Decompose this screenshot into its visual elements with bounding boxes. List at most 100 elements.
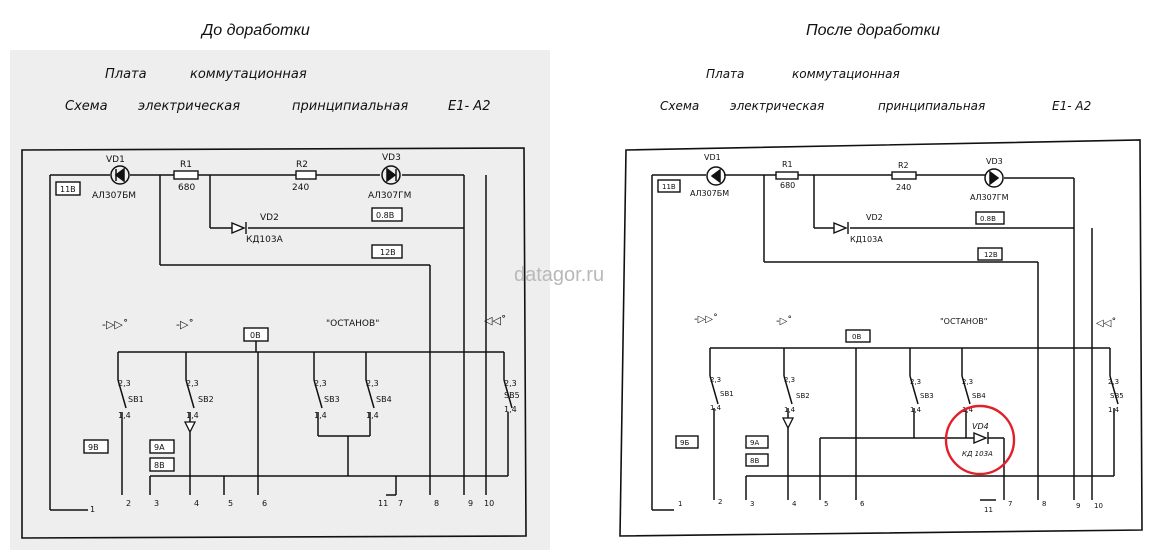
sb5-pins-top-after: 2,3 [1108,378,1119,386]
tag-08b [371,207,403,222]
tag-8b-after [745,453,769,467]
sb3-pins-top: 2,3 [314,379,327,388]
vd2-type: КД103А [246,235,284,245]
paper-background [10,50,550,550]
vd2-type-after: КД103А [850,235,883,244]
sb3-label: SB3 [324,395,340,404]
terminal-11-after: 11 [984,506,993,514]
sb2-pins-top-after: 2,3 [784,376,795,384]
caption-before: До доработки [202,22,310,39]
r2-label-after: R2 [898,161,909,170]
tag-12b [371,244,403,259]
r2-resistor-after [891,171,917,180]
tag-11b-after [657,179,681,193]
terminal-4-after: 4 [792,500,797,508]
watermark: datagor.ru [514,264,605,286]
sb2-diode-after [781,417,795,430]
terminal-2: 2 [126,499,131,508]
sb2-pins-top: 2,3 [186,379,199,388]
sb4-pins-bottom-after: 1,4 [962,406,974,414]
sb5-label: SB5 [504,391,520,400]
sb1-label-after: SB1 [720,390,734,398]
vd4-diode [973,431,989,445]
sb1-pins-top: 2,3 [118,379,131,388]
terminal-7-after: 7 [1008,500,1012,508]
r1-value: 680 [178,183,195,193]
vd2-label: VD2 [260,213,279,223]
sb4-pins-top: 2,3 [366,379,379,388]
tag-9b-after-text: 9Б [680,439,689,447]
sb2-diode [183,421,197,434]
r2-label: R2 [296,160,308,170]
title-princip: принципиальная [292,99,408,114]
tag-9a [149,439,175,454]
tag-11b [55,181,81,196]
highlight-circle [944,404,1016,476]
title-electr-after: электрическая [730,99,824,113]
title-princip-after: принципиальная [878,99,985,113]
caption-after: После доработки [806,22,941,39]
sb4-label: SB4 [376,395,392,404]
indicator-play-icon: -▷˚ [176,318,194,331]
sb1-pins-bottom-after: 1,4 [710,404,722,412]
terminal-2-after: 2 [718,498,722,506]
tag-12b-text: 12В [380,248,396,257]
vd3-label-after: VD3 [986,157,1003,166]
terminal-9: 9 [468,499,473,508]
terminal-8: 8 [434,499,439,508]
sb2-label: SB2 [198,395,214,404]
tag-9a-after-text: 9А [750,439,759,447]
tag-0b [243,327,269,342]
title-code-after: Е1- А2 [1052,99,1091,113]
tag-0b-text: 0В [250,331,261,340]
terminal-10: 10 [484,499,494,508]
terminal-1: 1 [90,505,95,514]
vd4-type: КД 103А [962,450,993,458]
wires-after [651,174,1119,511]
indicator-rew-icon-after: ◁◁˚ [1096,317,1116,329]
stop-label: "ОСТАНОВ" [326,319,379,329]
schematic-before: Плата коммутационная Схема электрическая… [10,0,570,556]
terminal-11: 11 [378,499,388,508]
vd1-type: АЛ307БМ [92,191,136,201]
sb3-label-after: SB3 [920,392,934,400]
terminal-9-after: 9 [1076,502,1080,510]
title-electr: электрическая [138,99,240,114]
terminal-3: 3 [154,499,159,508]
r2-resistor [295,170,317,180]
vd2-diode-after [833,221,849,235]
sb5-pins-bottom: 1,4 [504,405,517,414]
vd3-type-after: АЛ307ГМ [970,193,1009,202]
r1-label: R1 [180,160,192,170]
terminal-6-after: 6 [860,500,865,508]
tag-08b-after-text: 0.8В [980,215,996,223]
r1-value-after: 680 [780,181,795,190]
tag-08b-after [975,211,1005,225]
terminal-1-after: 1 [678,500,682,508]
indicator-fwd-icon: -▷▷˚ [102,318,128,331]
tag-8b-text: 8В [154,461,165,470]
sb3-pins-bottom: 1,4 [314,411,327,420]
r1-resistor [173,170,199,180]
title-shema: Схема [65,99,108,114]
vd2-label-after: VD2 [866,213,883,222]
tag-9b [83,439,109,454]
terminal-5-after: 5 [824,500,828,508]
vd1-type-after: АЛ307БМ [690,189,729,198]
r2-value: 240 [292,183,309,193]
sb4-pins-bottom: 1,4 [366,411,379,420]
tag-9b-text: 9В [88,443,99,452]
vd1-led [110,165,130,185]
sb1-label: SB1 [128,395,144,404]
terminal-7: 7 [398,499,403,508]
sb3-pins-bottom-after: 1,4 [910,406,922,414]
sb5-label-after: SB5 [1110,392,1124,400]
tag-11b-after-text: 11В [662,183,676,191]
sb3-pins-top-after: 2,3 [910,378,921,386]
indicator-play-icon-after: -▷˚ [776,315,792,327]
tag-12b-after [977,247,1003,261]
board-outline-after [619,139,1143,537]
title-plata-after: Плата [706,67,744,81]
vd1-label: VD1 [106,155,125,165]
tag-9a-text: 9А [154,443,165,452]
